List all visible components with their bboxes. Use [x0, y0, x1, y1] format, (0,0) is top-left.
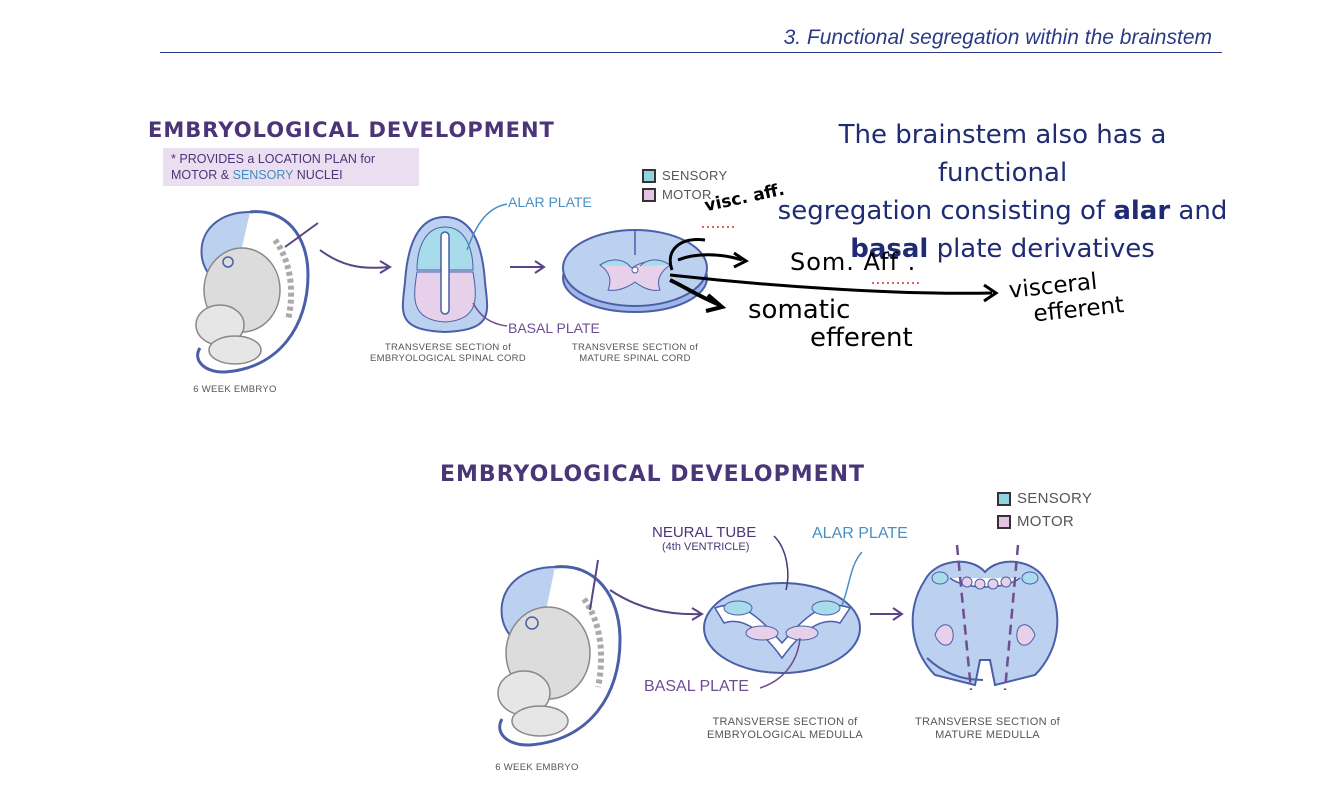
bottom-plate-leader-lines	[759, 535, 863, 689]
top-caption-embryonic-cord: TRANSVERSE SECTION of EMBRYOLOGICAL SPIN…	[358, 342, 538, 364]
note-amp: &	[220, 168, 230, 182]
top-basal-plate-label: BASAL PLATE	[508, 320, 600, 336]
mature-medulla-illustration	[911, 544, 1059, 691]
caption-line: TRANSVERSE SECTION of	[571, 342, 699, 353]
top-caption-mature-cord: TRANSVERSE SECTION of MATURE SPINAL CORD	[560, 342, 710, 364]
annotation-line: efferent	[810, 323, 913, 353]
top-embryo-illustration	[195, 210, 310, 374]
neural-tube-label: NEURAL TUBE (4th VENTRICLE)	[652, 524, 756, 553]
bottom-figure-arrows	[609, 589, 904, 621]
description-segment: and	[1178, 196, 1228, 226]
legend-motor-label: MOTOR	[1017, 513, 1075, 530]
handwritten-arrows	[668, 226, 999, 313]
description-line2: segregation consisting of alar and	[770, 192, 1235, 230]
top-figure-arrows	[284, 222, 546, 274]
embryonic-spinal-cord-illustration	[401, 215, 489, 334]
caption-line: MATURE MEDULLA	[935, 729, 1040, 741]
sensory-swatch	[997, 491, 1011, 506]
legend-sensory-label: SENSORY	[1017, 490, 1093, 507]
top-legend: SENSORY MOTOR	[642, 168, 727, 202]
legend-motor: MOTOR	[642, 187, 727, 202]
description-line3: basal plate derivatives	[770, 230, 1235, 268]
note-line1: PROVIDES a LOCATION PLAN for	[179, 152, 376, 166]
caption-line: TRANSVERSE SECTION of	[914, 716, 1061, 728]
bottom-caption-embryo: 6 WEEK EMBRYO	[495, 762, 579, 773]
legend-sensory-label: SENSORY	[662, 168, 728, 183]
legend-sensory: SENSORY	[997, 490, 1092, 507]
note-sensory: SENSORY	[232, 168, 294, 182]
description-segment: segregation consisting of	[777, 196, 1106, 226]
embryonic-medulla-illustration	[703, 582, 861, 674]
note-star: *	[171, 152, 176, 166]
motor-swatch	[642, 187, 656, 202]
description-line1: The brainstem also has a functional	[838, 120, 1167, 188]
description-basal: basal	[850, 234, 929, 264]
annotation-visceral-efferent: visceral efferent	[1008, 266, 1126, 330]
bottom-legend: SENSORY MOTOR	[997, 490, 1092, 530]
page-title: 3. Functional segregation within the bra…	[783, 26, 1212, 49]
top-caption-embryo: 6 WEEK EMBRYO	[193, 384, 277, 395]
bottom-basal-plate-label: BASAL PLATE	[644, 678, 749, 695]
top-plate-leader-lines	[466, 203, 508, 327]
bottom-alar-plate-label: ALAR PLATE	[812, 525, 908, 542]
caption-line: EMBRYOLOGICAL MEDULLA	[706, 729, 864, 741]
note-nuclei: NUCLEI	[296, 168, 343, 182]
caption-line: MATURE SPINAL CORD	[579, 353, 691, 364]
fourth-ventricle-text: (4th VENTRICLE)	[662, 541, 750, 553]
annotation-som-aff: Som. Aff .	[790, 248, 917, 276]
bottom-caption-embryonic-medulla: TRANSVERSE SECTION of EMBRYOLOGICAL MEDU…	[695, 716, 875, 742]
description-text: The brainstem also has a functional segr…	[770, 116, 1235, 268]
sensory-swatch	[642, 168, 656, 183]
annotation-somatic-efferent: somatic efferent	[748, 296, 913, 352]
top-figure-title: EMBRYOLOGICAL DEVELOPMENT	[148, 118, 555, 142]
top-figure-note: * PROVIDES a LOCATION PLAN for MOTOR & S…	[163, 148, 419, 186]
description-segment: plate derivatives	[936, 234, 1155, 264]
legend-sensory: SENSORY	[642, 168, 727, 183]
top-alar-plate-label: ALAR PLATE	[508, 194, 592, 210]
bottom-figure-title: EMBRYOLOGICAL DEVELOPMENT	[440, 462, 866, 487]
motor-swatch	[997, 514, 1011, 529]
bottom-embryo-illustration	[497, 559, 622, 747]
header-divider	[160, 52, 1222, 53]
caption-line: EMBRYOLOGICAL SPINAL CORD	[369, 353, 527, 364]
legend-motor: MOTOR	[997, 513, 1092, 530]
neural-tube-text: NEURAL TUBE	[652, 524, 757, 541]
legend-motor-label: MOTOR	[662, 187, 712, 202]
annotation-line: somatic	[748, 295, 851, 325]
description-alar: alar	[1113, 196, 1171, 226]
caption-line: TRANSVERSE SECTION of	[712, 716, 858, 728]
caption-line: TRANSVERSE SECTION of	[384, 342, 512, 353]
note-motor: MOTOR	[171, 168, 218, 182]
bottom-caption-mature-medulla: TRANSVERSE SECTION of MATURE MEDULLA	[905, 716, 1070, 742]
